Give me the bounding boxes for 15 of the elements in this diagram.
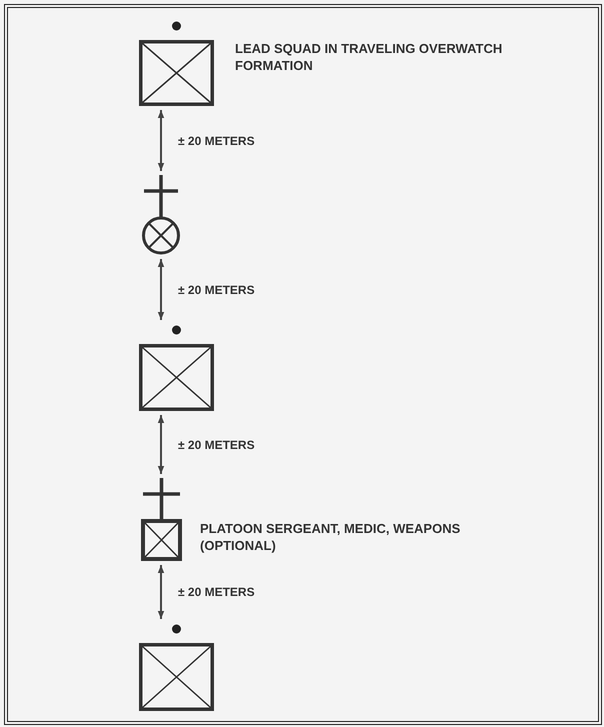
squad-symbol (139, 623, 214, 711)
unit-caption: PLATOON SERGEANT, MEDIC, WEAPONS (OPTIONAL) (200, 520, 462, 554)
edge-label: ± 20 METERS (178, 134, 255, 148)
distance-arrow (158, 415, 164, 474)
distance-arrow (158, 565, 164, 619)
distance-arrow (158, 259, 164, 320)
squad-symbol (139, 20, 214, 106)
unit-caption: LEAD SQUAD IN TRAVELING OVERWATCH FORMATION (235, 40, 504, 74)
leader-box-symbol (141, 478, 182, 561)
squad-symbol (139, 324, 214, 411)
edge-label: ± 20 METERS (178, 585, 255, 599)
distance-arrow (158, 110, 164, 171)
edge-label: ± 20 METERS (178, 282, 255, 296)
leader-circle-symbol (142, 175, 180, 255)
edge-label: ± 20 METERS (178, 438, 255, 452)
